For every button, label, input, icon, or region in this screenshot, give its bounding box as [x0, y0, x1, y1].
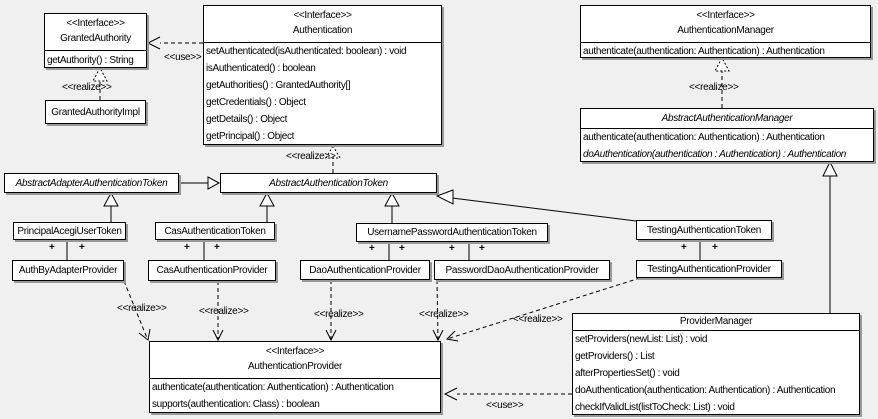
method: getAuthority() : String — [47, 55, 134, 66]
generalization-provider-manager-to-abstract-manager[interactable] — [822, 160, 838, 313]
edge-label-realize: <<realize>> — [314, 309, 364, 320]
class-name: PrincipalAcegiUserToken — [17, 225, 122, 237]
realize-abstract-token-to-authentication[interactable] — [325, 145, 341, 173]
association-multiplicity: + — [79, 242, 85, 253]
class-box-granted-authority-impl[interactable]: GrantedAuthorityImpl — [45, 100, 146, 124]
class-name: AuthenticationProvider — [247, 361, 342, 372]
realize-password-dao-authentication-provider[interactable] — [432, 279, 444, 342]
generalization-adapter-token-to-abstract-token[interactable] — [179, 176, 221, 190]
edge-label-realize: <<realize>> — [286, 151, 336, 162]
stereotype: <<Interface>> — [265, 346, 325, 357]
class-header: <<Interface>> AuthenticationManager — [581, 6, 870, 43]
class-name: AbstractAuthenticationToken — [269, 177, 388, 189]
method: getAuthorities() : GrantedAuthority[] — [206, 80, 351, 91]
method: authenticate(authentication: Authenticat… — [583, 46, 825, 57]
method: isAuthenticated() : boolean — [206, 63, 316, 74]
edge-label-realize: <<realize>> — [199, 306, 249, 317]
method: afterPropertiesSet() : void — [575, 368, 680, 379]
class-name: CasAuthenticationProvider — [156, 265, 268, 276]
association-multiplicity: + — [49, 242, 55, 253]
generalization-cas-token-to-abstract-token[interactable] — [259, 191, 275, 222]
stereotype: <<Interface>> — [66, 18, 125, 29]
association-multiplicity: + — [214, 242, 220, 253]
edge-label-use: <<use>> — [164, 52, 202, 63]
class-box-password-dao-authentication-provider[interactable]: PasswordDaoAuthenticationProvider — [434, 260, 610, 280]
class-header: <<Interface>> AuthenticationProvider — [150, 342, 440, 379]
association-multiplicity: + — [449, 243, 455, 254]
class-header: <<Interface>> Authentication — [204, 6, 441, 43]
realize-cas-authentication-provider[interactable] — [212, 281, 224, 342]
class-box-granted-authority[interactable]: <<Interface>> GrantedAuthority getAuthor… — [44, 13, 147, 68]
generalization-testing-token-to-abstract-token[interactable] — [435, 189, 637, 222]
method: setProviders(newList: List) : void — [575, 334, 708, 345]
method: getCredentials() : Object — [206, 97, 306, 108]
class-box-cas-authentication-token[interactable]: CasAuthenticationToken — [155, 222, 275, 240]
method: doAuthentication(authentication : Authen… — [583, 149, 847, 160]
method: getDetails() : Object — [206, 114, 288, 125]
edge-label-realize: <<realize>> — [62, 82, 112, 93]
class-box-dao-authentication-provider[interactable]: DaoAuthenticationProvider — [300, 260, 430, 280]
association-multiplicity: + — [369, 243, 375, 254]
association-multiplicity: + — [479, 243, 485, 254]
class-name: GrantedAuthority — [60, 33, 131, 44]
method: supports(authentication: Class) : boolea… — [152, 399, 320, 410]
class-box-testing-authentication-token[interactable]: TestingAuthenticationToken — [636, 220, 772, 240]
class-name: ProviderManager — [573, 314, 859, 331]
class-name: AbstractAdapterAuthenticationToken — [15, 177, 168, 189]
class-box-authentication[interactable]: <<Interface>> Authentication setAuthenti… — [203, 5, 442, 145]
association-multiplicity: + — [712, 242, 718, 253]
class-box-testing-authentication-provider[interactable]: TestingAuthenticationProvider — [636, 260, 782, 278]
method: getProviders() : List — [575, 351, 655, 362]
class-box-principal-acegi-user-token[interactable]: PrincipalAcegiUserToken — [13, 222, 126, 240]
edge-label-realize: <<realize>> — [689, 82, 739, 93]
class-name: PasswordDaoAuthenticationProvider — [445, 264, 599, 276]
class-name: AuthenticationManager — [677, 25, 774, 36]
class-name: CasAuthenticationToken — [164, 225, 266, 237]
association-multiplicity: + — [681, 242, 687, 253]
use-provider-manager-to-authentication-provider[interactable] — [443, 387, 572, 401]
method: checkIfValidList(listToCheck: List) : vo… — [575, 402, 735, 413]
method: authenticate(authentication: Authenticat… — [583, 132, 825, 143]
edge-label-realize: <<realize>> — [513, 314, 563, 325]
stereotype: <<Interface>> — [696, 10, 755, 21]
class-box-authentication-provider[interactable]: <<Interface>> AuthenticationProvider aut… — [149, 341, 441, 413]
edge-label-realize: <<realize>> — [117, 303, 167, 314]
class-name: GrantedAuthorityImpl — [51, 106, 140, 118]
method: setAuthenticated(isAuthenticated: boolea… — [206, 46, 407, 57]
class-box-abstract-adapter-authentication-token[interactable]: AbstractAdapterAuthenticationToken — [4, 173, 179, 193]
class-header: <<Interface>> GrantedAuthority — [45, 14, 146, 51]
realize-granted-authority-impl[interactable] — [92, 66, 108, 100]
use-authentication-to-granted-authority[interactable] — [146, 36, 203, 50]
realize-abstract-manager-to-authentication-manager[interactable] — [714, 56, 730, 108]
class-box-authentication-manager[interactable]: <<Interface>> AuthenticationManager auth… — [580, 5, 871, 58]
method: doAuthentication(authentication: Authent… — [575, 385, 836, 396]
association-multiplicity: + — [184, 242, 190, 253]
class-box-abstract-authentication-manager[interactable]: AbstractAuthenticationManager authentica… — [580, 108, 874, 162]
edge-label-realize: <<realize>> — [419, 309, 469, 320]
class-box-cas-authentication-provider[interactable]: CasAuthenticationProvider — [148, 260, 276, 281]
method: authenticate(authentication: Authenticat… — [152, 382, 394, 393]
edge-label-use: <<use>> — [486, 400, 524, 411]
class-name: TestingAuthenticationToken — [647, 224, 761, 236]
class-name: TestingAuthenticationProvider — [647, 263, 771, 275]
class-box-auth-by-adapter-provider[interactable]: AuthByAdapterProvider — [12, 260, 124, 281]
class-name: AbstractAuthenticationManager — [581, 109, 873, 129]
association-multiplicity: + — [399, 243, 405, 254]
class-name: DaoAuthenticationProvider — [309, 264, 421, 276]
class-box-provider-manager[interactable]: ProviderManager setProviders(newList: Li… — [572, 313, 860, 415]
method: getPrincipal() : Object — [206, 131, 295, 142]
class-name: AuthByAdapterProvider — [18, 265, 118, 276]
class-name: Authentication — [292, 25, 353, 36]
class-name: UsernamePasswordAuthenticationToken — [367, 227, 537, 238]
realize-testing-authentication-provider[interactable] — [445, 277, 641, 342]
generalization-principal-token-to-adapter-token[interactable] — [103, 191, 119, 222]
stereotype: <<Interface>> — [293, 10, 352, 21]
class-box-abstract-authentication-token[interactable]: AbstractAuthenticationToken — [220, 173, 437, 193]
realize-dao-authentication-provider[interactable] — [325, 280, 337, 342]
realize-auth-by-adapter-provider[interactable] — [123, 280, 151, 341]
class-box-username-password-authentication-token[interactable]: UsernamePasswordAuthenticationToken — [356, 223, 548, 242]
generalization-usernamepassword-token-to-abstract-token[interactable] — [384, 191, 400, 223]
